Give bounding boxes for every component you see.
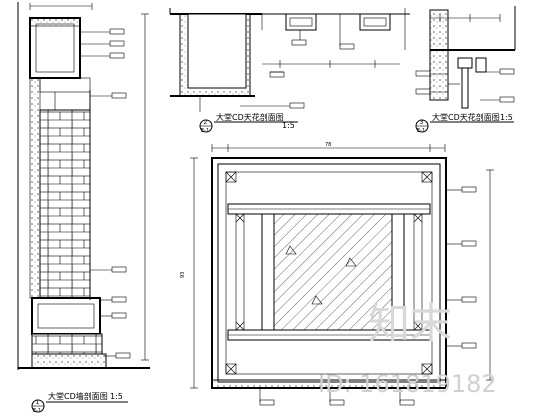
- elevation-panel: 78 93: [180, 142, 494, 406]
- panel-dimension-top: 78: [325, 142, 331, 148]
- watermark-id: ID: 161819182: [318, 370, 497, 398]
- watermark: 知末 ID: 161819182: [318, 299, 497, 398]
- section-2-title-text: 大堂CD天花剖面图: [216, 112, 284, 122]
- section-1-title: 1 E-1 大堂CD墙剖面图 1:5: [31, 391, 128, 414]
- section-3-number: 3: [420, 119, 424, 126]
- section-1-sheet-ref: E-1: [33, 408, 41, 414]
- section-2-ceiling: [169, 8, 410, 112]
- section-1-number: 1: [36, 399, 40, 406]
- section-1-leaders: [80, 28, 131, 359]
- section-2-scale: 1:5: [282, 121, 295, 130]
- section-2-number: 2: [204, 119, 208, 126]
- section-3-scale: 1:5: [500, 113, 513, 122]
- section-2-sheet-ref: E-1: [201, 128, 209, 134]
- panel-dimension-side: 93: [180, 272, 186, 278]
- watermark-brand: 知末: [368, 299, 452, 348]
- section-3-title-text: 大堂CD天花剖面图: [432, 112, 500, 122]
- section-3-sheet-ref: E-1: [417, 128, 425, 134]
- section-1-wall: [17, 2, 150, 370]
- section-1-scale: 1:5: [110, 392, 123, 401]
- section-2-title: 2 E-1 大堂CD天花剖面图 1:5: [199, 112, 298, 134]
- section-1-title-text: 大堂CD墙剖面图: [48, 391, 108, 401]
- section-3-detail: [415, 6, 516, 109]
- section-3-title: 3 E-1 大堂CD天花剖面图 1:5: [415, 112, 514, 134]
